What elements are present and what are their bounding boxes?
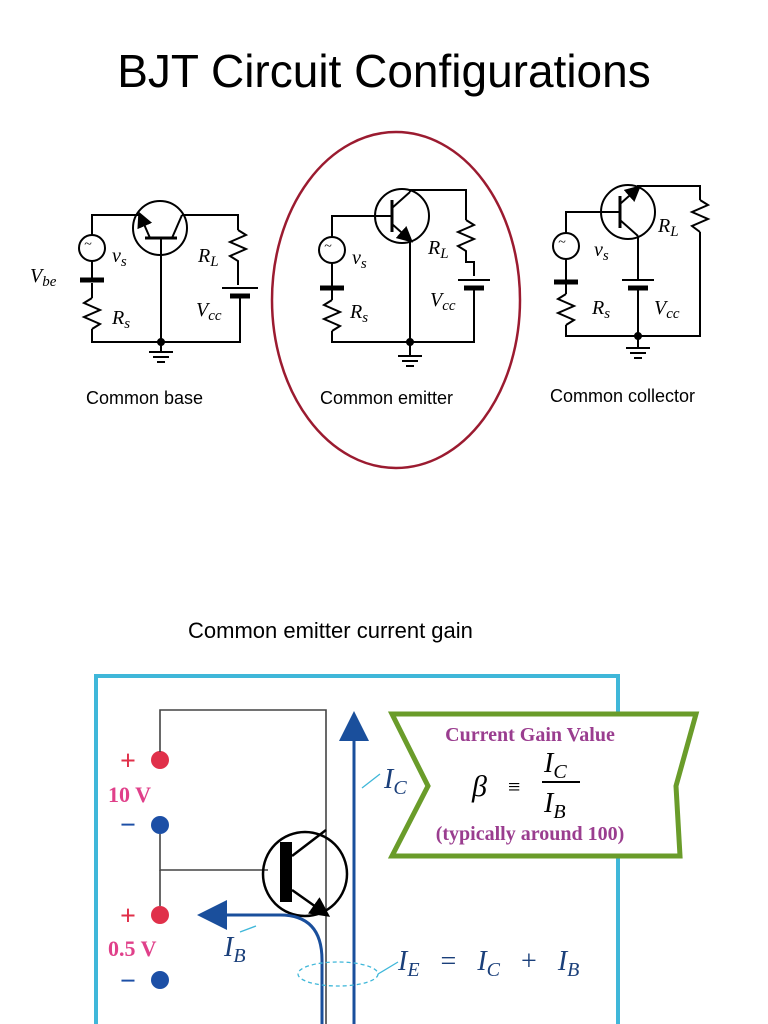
common-base-caption: Common base	[86, 388, 204, 408]
svg-text:IC: IC	[543, 748, 567, 783]
svg-text:RL: RL	[197, 245, 219, 270]
cb-rl-label: R	[197, 245, 210, 267]
ce-source-symbol: ~	[324, 239, 332, 254]
gain-section-title: Common emitter current gain	[188, 618, 473, 643]
common-collector-circuit	[552, 184, 711, 359]
gain-box-note: (typically around 100)	[436, 823, 625, 845]
cc-rl-label: R	[657, 215, 670, 237]
cb-source-symbol: ~	[84, 237, 92, 252]
terminal-10v-plus	[151, 751, 169, 769]
ie-equation: IE = IC + IB	[397, 946, 579, 983]
cc-rs-label: R	[591, 297, 604, 319]
plus-sign-1: +	[120, 746, 136, 777]
svg-text:Rs: Rs	[591, 297, 610, 322]
cb-source-icon	[78, 234, 106, 262]
svg-text:RL: RL	[427, 237, 449, 262]
cb-vcc-label: V	[196, 299, 211, 321]
svg-text:vs: vs	[112, 245, 127, 270]
svg-text:IB: IB	[223, 932, 246, 967]
plus-sign-2: +	[120, 901, 136, 932]
ce-source-icon	[318, 236, 346, 264]
ce-vcc-label: V	[430, 289, 445, 311]
cb-rs-label: R	[111, 307, 124, 329]
ib-label: I	[223, 932, 235, 963]
frac-denominator: I	[543, 788, 555, 819]
terminal-05v-plus	[151, 906, 169, 924]
cc-vs-label: v	[594, 239, 603, 261]
svg-text:Vcc: Vcc	[654, 297, 680, 322]
svg-text:Vbe: Vbe	[30, 265, 57, 290]
terminal-05v-minus	[151, 971, 169, 989]
ce-vs-label: v	[352, 247, 361, 269]
terminal-10v-minus	[151, 816, 169, 834]
cb-vs-label: v	[112, 245, 121, 267]
svg-text:Vcc: Vcc	[430, 289, 456, 314]
current-gain-diagram: + 10 V − + 0.5 V − IC IB IE = IC + IB	[94, 674, 700, 1024]
common-collector-caption: Common collector	[550, 386, 696, 406]
cc-vcc-label: V	[654, 297, 669, 319]
svg-text:IB: IB	[543, 788, 566, 823]
voltage-05v: 0.5 V	[108, 936, 157, 961]
svg-text:RL: RL	[657, 215, 679, 240]
ce-rl-label: R	[427, 237, 440, 259]
svg-text:Rs: Rs	[349, 301, 368, 326]
minus-sign-1: −	[120, 810, 136, 841]
page-title: BJT Circuit Configurations	[117, 45, 651, 97]
cb-vbe-label: V	[30, 265, 45, 287]
common-emitter-caption: Common emitter	[320, 388, 454, 408]
ib-arrow	[197, 900, 324, 1024]
ic-label: I	[383, 764, 395, 795]
circuit-diagrams: ~ Vbe vs Rs RL Vcc ~	[30, 130, 711, 470]
frac-numerator: I	[543, 748, 555, 779]
gain-box-title: Current Gain Value	[445, 724, 615, 746]
common-emitter-highlight	[270, 130, 522, 470]
svg-text:vs: vs	[594, 239, 609, 264]
voltage-10v: 10 V	[108, 782, 151, 807]
cc-source-symbol: ~	[558, 235, 566, 250]
ce-rs-label: R	[349, 301, 362, 323]
common-emitter-circuit	[318, 188, 490, 367]
minus-sign-2: −	[120, 966, 136, 997]
beta-symbol: β	[471, 770, 487, 803]
gain-value-box: Current Gain Value β ≡ IC IB (typically …	[387, 711, 700, 859]
svg-text:Rs: Rs	[111, 307, 130, 332]
svg-text:IC: IC	[383, 764, 407, 799]
equiv-symbol: ≡	[508, 774, 520, 799]
svg-text:vs: vs	[352, 247, 367, 272]
common-base-circuit	[78, 200, 258, 363]
cc-source-icon	[552, 232, 580, 260]
svg-text:Vcc: Vcc	[196, 299, 222, 324]
gain-transistor	[261, 829, 349, 918]
